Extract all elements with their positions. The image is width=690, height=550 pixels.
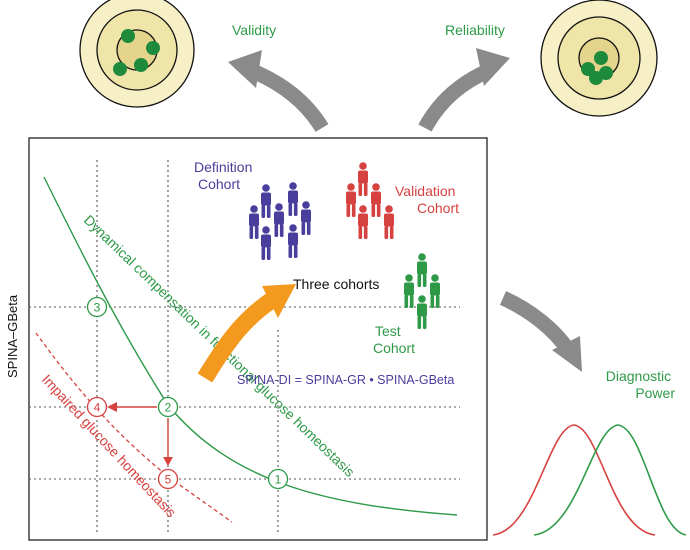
arrowhead-diagnostic xyxy=(552,336,582,372)
formula-label: SPINA-DI = SPINA-GR • SPINA-GBeta xyxy=(237,373,454,387)
orange-arrowhead xyxy=(262,284,296,318)
point-3: 3 xyxy=(86,296,108,318)
validity-target xyxy=(79,0,195,108)
arrowhead-reliability xyxy=(476,48,510,86)
red-distribution-curve xyxy=(492,424,656,536)
validity-label: Validity xyxy=(232,22,276,38)
svg-text:2: 2 xyxy=(165,401,172,415)
svg-text:3: 3 xyxy=(94,301,101,315)
test-cohort-label: Test Cohort xyxy=(373,323,415,356)
orange-arrow xyxy=(197,292,277,383)
point-1: 1 xyxy=(267,468,289,490)
svg-text:5: 5 xyxy=(165,473,172,487)
diagnostic-power-label: Diagnostic Power xyxy=(606,368,676,401)
validation-cohort-label: Validation Cohort xyxy=(395,183,459,216)
reliability-target xyxy=(540,0,658,117)
reliability-label: Reliability xyxy=(445,22,505,38)
three-cohorts-label: Three cohorts xyxy=(293,276,379,292)
svg-text:1: 1 xyxy=(275,473,282,487)
point-2: 2 xyxy=(157,396,179,418)
green-distribution-curve xyxy=(533,424,687,536)
svg-text:4: 4 xyxy=(94,401,101,415)
point-5: 5 xyxy=(157,468,179,490)
point-4: 4 xyxy=(86,396,108,418)
y-axis-label: SPINA–GBeta xyxy=(5,294,20,378)
definition-cohort-label: Definition Cohort xyxy=(194,159,256,192)
impaired-curve xyxy=(35,332,233,523)
arrowhead-validity xyxy=(228,50,262,88)
